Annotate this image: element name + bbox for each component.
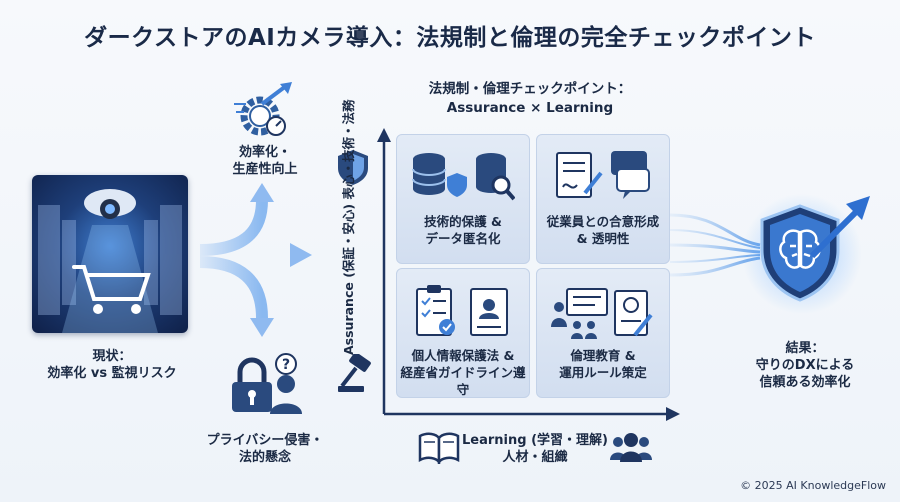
cell-consent-label: 従業員との合意形成 & 透明性 <box>537 213 669 247</box>
result-line3: 信頼ある効率化 <box>759 375 851 390</box>
cell-law-line2: 経産省ガイドライン遵守 <box>400 365 526 397</box>
matrix-cell-tech-protection: 技術的保護 & データ匿名化 <box>396 134 530 264</box>
document-chat-icon <box>556 151 650 199</box>
cell-ethics-line1: 倫理教育 & <box>570 348 636 363</box>
cell-law-line1: 個人情報保護法 & <box>411 348 515 363</box>
people-group-icon <box>610 433 652 462</box>
matrix-header-title: 法規制・倫理チェックポイント： <box>428 81 632 97</box>
matrix-cell-ethics-training: 倫理教育 & 運用ルール策定 <box>536 268 670 398</box>
y-axis-label-wrap: Assurance (保証・安心) 表心・技術・法務 <box>338 99 358 355</box>
cell-tech-line2: データ匿名化 <box>425 231 501 246</box>
down-flow-arrowhead <box>250 318 274 337</box>
result-label: 結果： 守りのDXによる 信頼ある効率化 <box>730 340 880 391</box>
cell-tech-label: 技術的保護 & データ匿名化 <box>397 213 529 247</box>
result-title: 結果： <box>785 341 825 356</box>
matrix-cell-employee-consent: 従業員との合意形成 & 透明性 <box>536 134 670 264</box>
x-axis-title: Learning (学習・理解) <box>462 433 608 448</box>
result-line2: 守りのDXによる <box>755 358 855 373</box>
gear-speedometer-icon <box>234 82 292 136</box>
current-status-label: 現状： 効率化 vs 監視リスク <box>32 348 192 382</box>
efficiency-title: 効率化・ <box>238 145 291 160</box>
efficiency-label: 効率化・ 生産性向上 <box>210 144 320 178</box>
brain-shield-result-icon <box>742 194 870 314</box>
cell-ethics-label: 倫理教育 & 運用ルール策定 <box>537 347 669 381</box>
svg-text:?: ? <box>282 357 290 373</box>
page-title: ダークストアのAIカメラ導入：法規制と倫理の完全チェックポイント <box>84 25 816 51</box>
matrix-axes <box>377 128 680 421</box>
up-flow-arrowhead <box>250 183 274 202</box>
shield-icon <box>338 150 368 185</box>
privacy-desc: 法的懸念 <box>238 450 291 465</box>
cell-consent-line2: & 透明性 <box>576 231 630 246</box>
gavel-icon <box>338 354 371 392</box>
cell-consent-line1: 従業員との合意形成 <box>546 214 660 229</box>
current-status-title: 現状： <box>92 349 132 364</box>
up-flow-arrow <box>199 199 268 256</box>
cell-tech-line1: 技術的保護 & <box>424 214 502 229</box>
checklist-certificate-icon <box>416 285 508 336</box>
main-flow-arrowhead <box>290 243 312 267</box>
x-axis-desc: 人材・組織 <box>502 450 568 465</box>
training-presentation-icon <box>551 288 653 339</box>
matrix-cell-privacy-law: 個人情報保護法 & 経産省ガイドライン遵守 <box>396 268 530 398</box>
privacy-title: プライバシー侵害・ <box>206 433 324 448</box>
cell-ethics-line2: 運用ルール策定 <box>559 365 647 380</box>
camera-cart-illustration <box>38 189 182 333</box>
x-axis-label: Learning (学習・理解) 人材・組織 <box>460 432 610 466</box>
privacy-label: プライバシー侵害・ 法的懸念 <box>198 432 332 466</box>
cell-law-label: 個人情報保護法 & 経産省ガイドライン遵守 <box>397 347 529 398</box>
y-axis-label: Assurance (保証・安心) 表心・技術・法務 <box>341 99 356 355</box>
dark-store-camera-image <box>32 175 188 333</box>
current-status-desc: 効率化 vs 監視リスク <box>47 366 177 381</box>
down-flow-arrow <box>199 256 268 319</box>
matrix-header: 法規制・倫理チェックポイント： Assurance × Learning <box>395 80 665 118</box>
database-shield-icon <box>412 153 515 201</box>
copyright-notice: © 2025 AI KnowledgeFlow <box>740 479 886 492</box>
matrix-header-subtitle: Assurance × Learning <box>446 100 614 116</box>
book-icon <box>418 432 460 464</box>
efficiency-desc: 生産性向上 <box>232 162 298 177</box>
lock-person-icon: ? <box>232 353 302 414</box>
